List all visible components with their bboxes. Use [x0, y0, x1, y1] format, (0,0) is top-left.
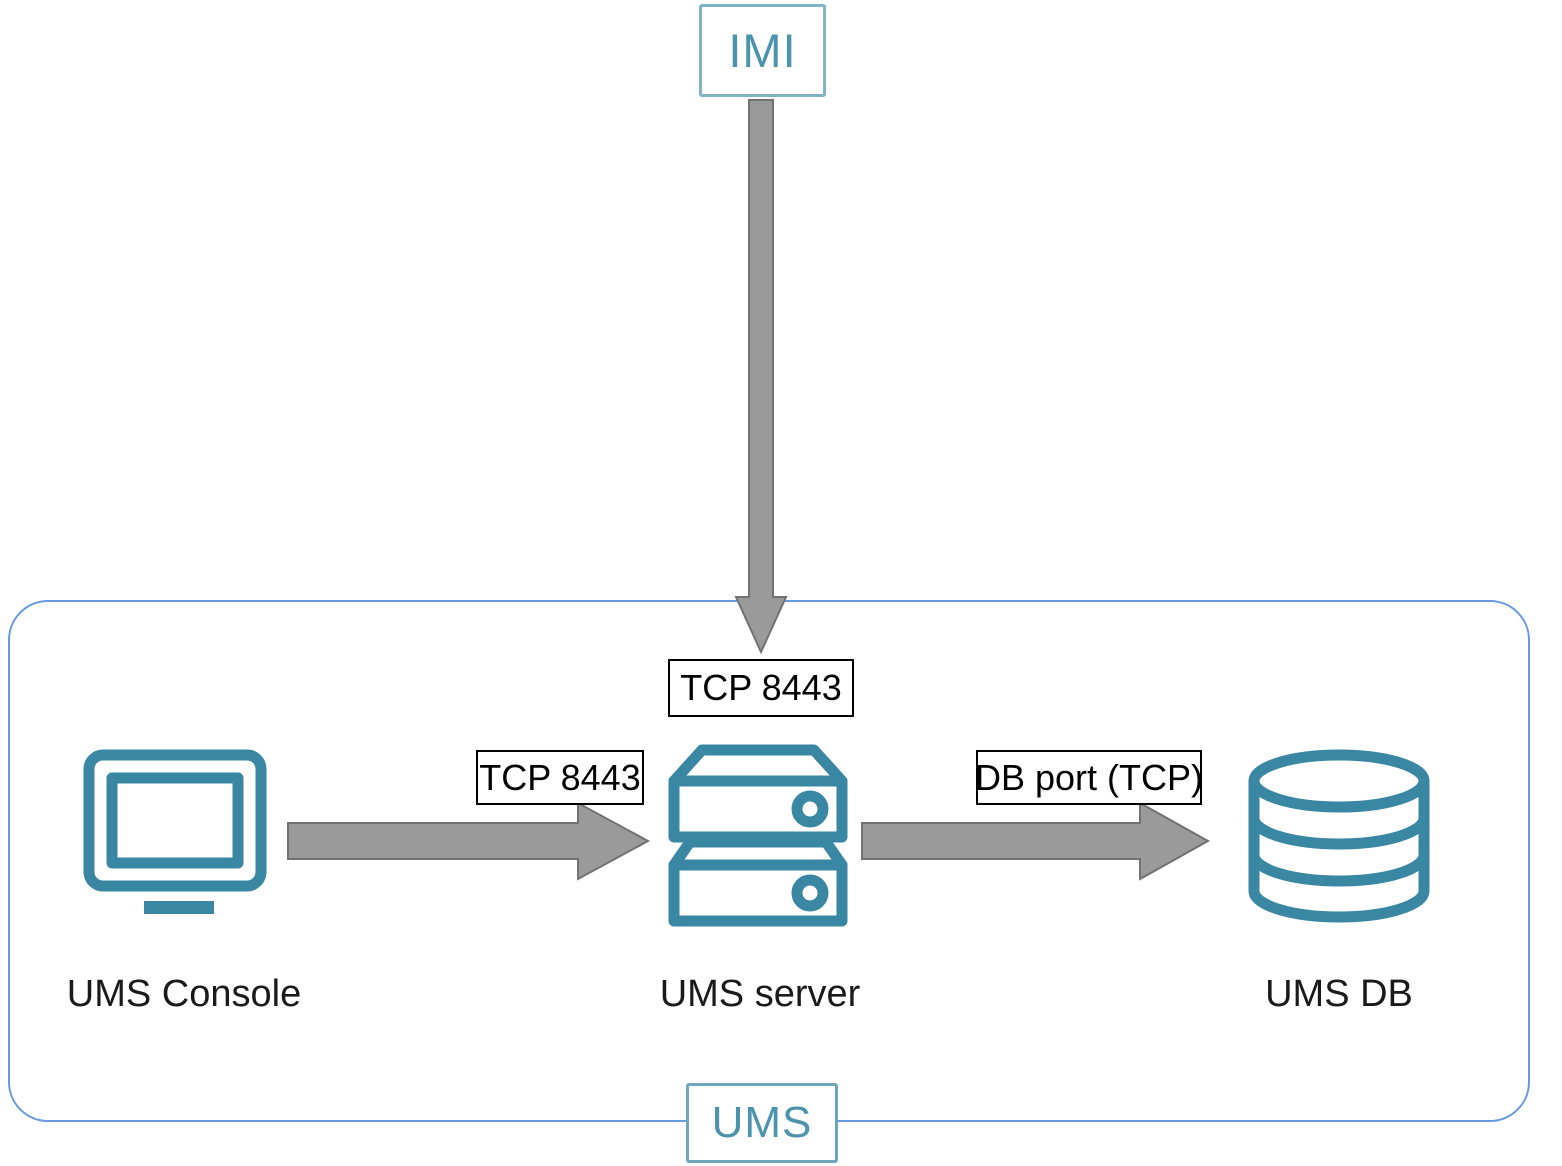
arrow-right-icon: [861, 801, 1211, 881]
ums-zone-label: UMS: [711, 1098, 813, 1147]
imi-zone-label: IMI: [728, 24, 797, 77]
ums-console-node: [82, 748, 282, 920]
monitor-icon: [83, 749, 267, 914]
port-label-console-to-server: TCP 8443: [476, 750, 644, 805]
ums-server-node: [662, 738, 856, 932]
connection-server-to-db: [861, 798, 1211, 884]
node-label-ums-console: UMS Console: [66, 973, 302, 1015]
ums-db-node: [1243, 748, 1435, 924]
server-icon: [668, 744, 848, 927]
imi-zone-tag: IMI: [699, 4, 826, 97]
port-label-imi-to-server: TCP 8443: [668, 659, 854, 717]
arrow-down-icon: [734, 99, 788, 655]
port-label-server-to-db: DB port (TCP): [975, 750, 1203, 805]
node-label-ums-db: UMS DB: [1265, 973, 1413, 1015]
connection-console-to-server: [287, 798, 651, 884]
arrow-right-icon: [287, 801, 651, 881]
node-label-ums-server: UMS server: [659, 973, 861, 1015]
database-icon: [1248, 749, 1430, 923]
connection-imi-to-server: [734, 99, 788, 656]
ums-zone-tag: UMS: [686, 1083, 838, 1163]
